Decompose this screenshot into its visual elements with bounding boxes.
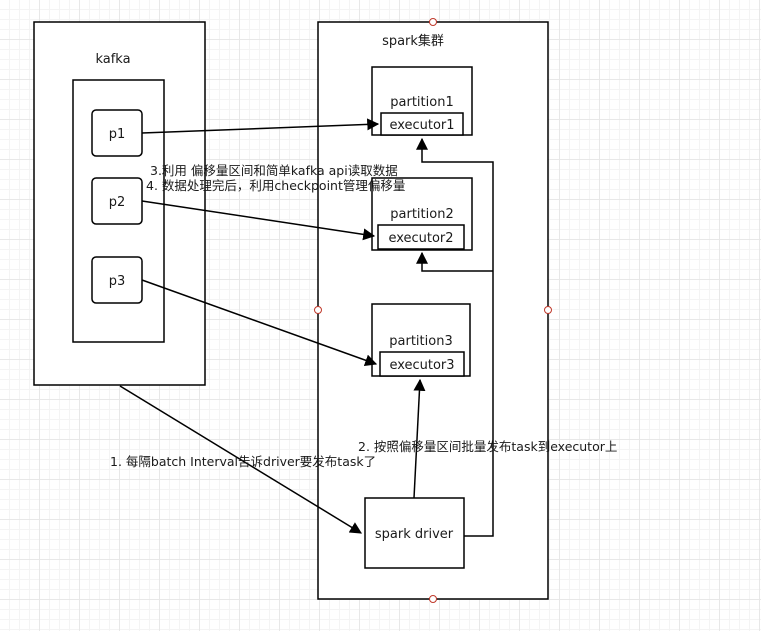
p1-label: p1 [109,127,126,142]
spark-cluster-label: spark集群 [382,33,444,49]
partition1-label: partition1 [390,95,453,110]
p3-label: p3 [109,274,126,289]
p2-label: p2 [109,195,126,210]
executor2-label: executor2 [388,231,453,246]
annotation-step3: 3.利用 偏移量区间和简单kafka api读取数据 [150,163,398,178]
executor1-box[interactable] [380,112,464,136]
resize-handle-top[interactable] [429,18,437,26]
spark-driver-box[interactable] [364,497,465,569]
annotation-step4: 4. 数据处理完后，利用checkpoint管理偏移量 [146,178,405,193]
executor3-label: executor3 [389,358,454,373]
arrow-driver-executor3[interactable] [413,378,426,499]
arrow-p1-executor1[interactable] [141,118,380,134]
executor1-label: executor1 [389,118,454,133]
arrow-driver-executor1[interactable] [416,137,494,537]
executor2-box[interactable] [377,224,465,250]
annotation-step1: 1. 每隔batch Interval告诉driver要发布task了 [110,454,376,469]
partition2-label: partition2 [390,207,453,222]
spark-driver-label: spark driver [375,527,454,542]
resize-handle-left[interactable] [314,306,322,314]
executor3-box[interactable] [379,351,465,377]
resize-handle-right[interactable] [544,306,552,314]
partition3-label: partition3 [389,334,452,349]
annotation-step2: 2. 按照偏移量区间批量发布task到executor上 [358,439,617,454]
arrow-kafka-driver[interactable] [119,385,363,534]
arrow-p2-executor2[interactable] [141,200,376,241]
arrow-p3-executor3[interactable] [141,279,378,366]
kafka-label: kafka [95,52,130,67]
arrow-driver-executor2[interactable] [416,251,493,272]
resize-handle-bottom[interactable] [429,595,437,603]
